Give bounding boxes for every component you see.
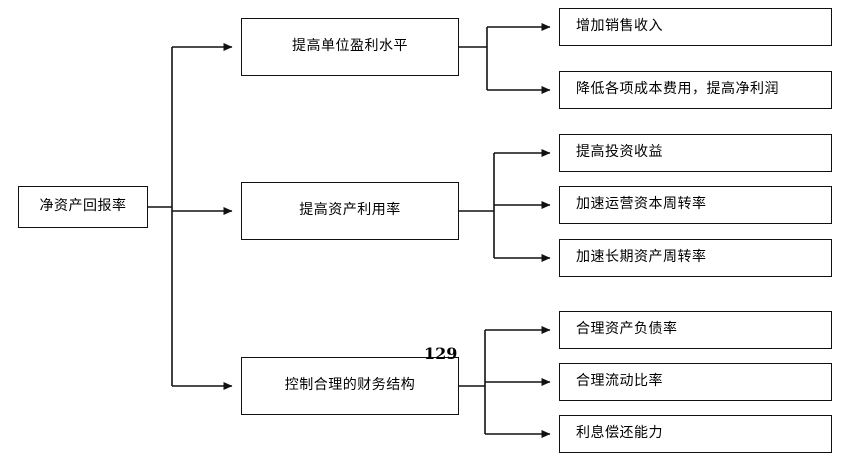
- node-leaf-3-2-label: 合理流动比率: [576, 373, 663, 390]
- connector-root-to-spine: [148, 47, 173, 386]
- node-leaf-2-1[interactable]: 提高投资收益: [559, 134, 832, 172]
- node-root[interactable]: 净资产回报率: [18, 186, 148, 228]
- node-branch-2-label: 提高资产利用率: [299, 202, 401, 219]
- node-leaf-3-1[interactable]: 合理资产负债率: [559, 311, 832, 349]
- node-leaf-2-2[interactable]: 加速运营资本周转率: [559, 186, 832, 224]
- node-leaf-1-2[interactable]: 降低各项成本费用，提高净利润: [559, 71, 832, 109]
- connector-branch-1-fanout: [459, 23, 551, 94]
- node-leaf-1-1-label: 增加销售收入: [576, 18, 663, 35]
- node-leaf-2-3-label: 加速长期资产周转率: [576, 249, 707, 266]
- page-number: 129: [424, 344, 458, 363]
- node-leaf-3-3[interactable]: 利息偿还能力: [559, 415, 832, 453]
- node-branch-1[interactable]: 提高单位盈利水平: [241, 18, 459, 76]
- connector-branch-3-fanout: [459, 326, 551, 438]
- node-leaf-1-1[interactable]: 增加销售收入: [559, 8, 832, 46]
- connector-branch-2-fanout: [459, 149, 551, 262]
- node-leaf-2-1-label: 提高投资收益: [576, 144, 663, 161]
- node-root-label: 净资产回报率: [39, 198, 127, 215]
- node-leaf-2-2-label: 加速运营资本周转率: [576, 196, 707, 213]
- node-branch-3-label: 控制合理的财务结构: [284, 377, 416, 394]
- node-leaf-2-3[interactable]: 加速长期资产周转率: [559, 239, 832, 277]
- node-leaf-3-2[interactable]: 合理流动比率: [559, 363, 832, 401]
- node-leaf-1-2-label: 降低各项成本费用，提高净利润: [576, 81, 779, 98]
- node-leaf-3-1-label: 合理资产负债率: [576, 321, 678, 338]
- node-branch-3[interactable]: 控制合理的财务结构: [241, 357, 459, 415]
- node-leaf-3-3-label: 利息偿还能力: [576, 425, 663, 442]
- node-branch-1-label: 提高单位盈利水平: [292, 38, 408, 55]
- node-branch-2[interactable]: 提高资产利用率: [241, 182, 459, 240]
